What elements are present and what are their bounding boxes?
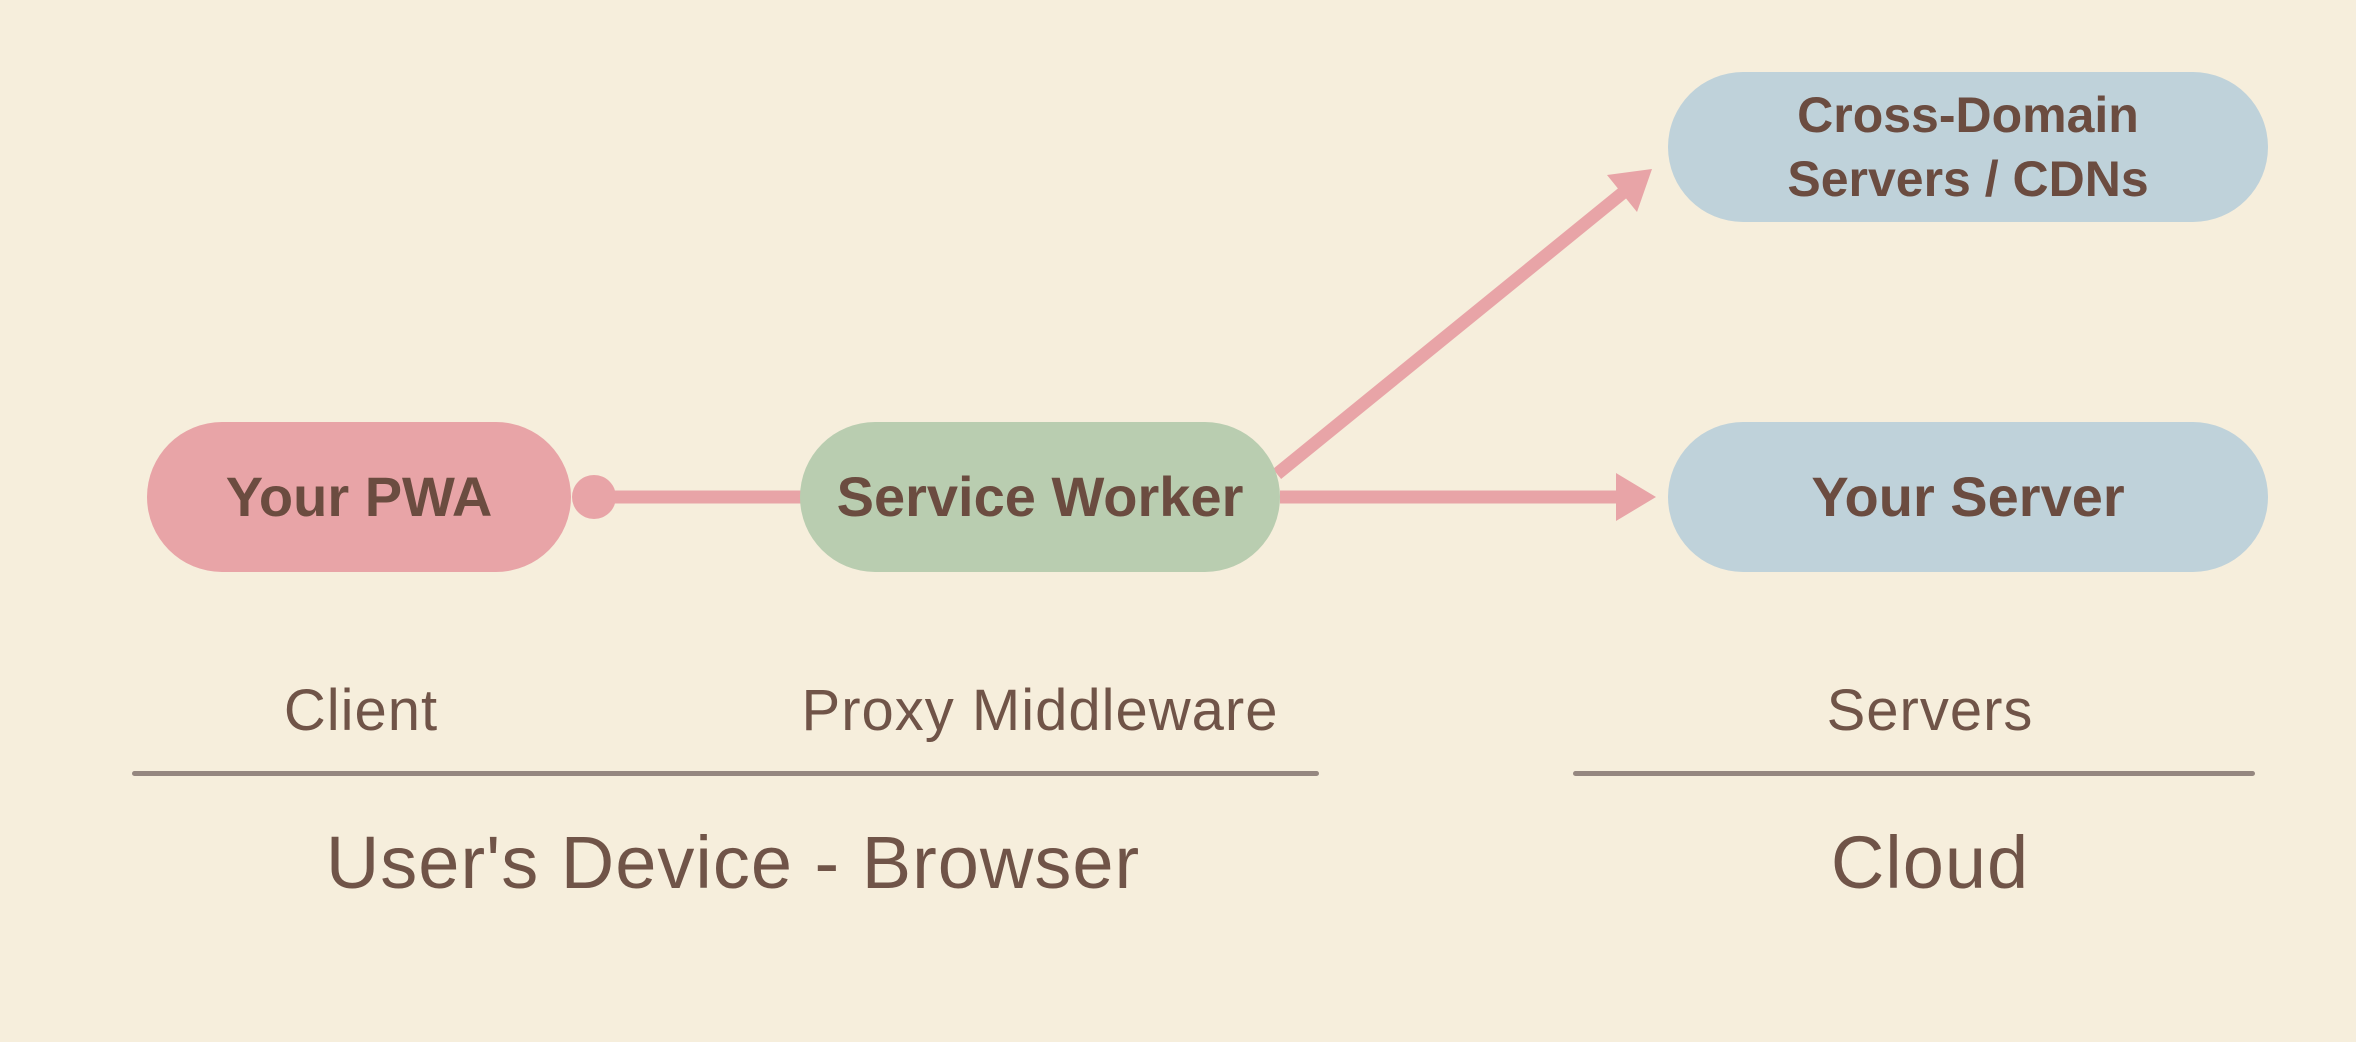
node-cross-domain-label-line2: Servers / CDNs: [1787, 151, 2149, 207]
node-your-pwa-label: Your PWA: [225, 465, 493, 529]
node-cross-domain-servers: Cross-Domain Servers / CDNs: [1668, 72, 2268, 222]
arrow-sw-to-cdn-line: [1272, 185, 1630, 480]
group-title-users-device-browser: User's Device - Browser: [325, 821, 1141, 904]
arrow-sw-to-server-head: [1616, 473, 1656, 521]
right-group-rule: [1573, 771, 2255, 776]
node-cross-domain-label-line1: Cross-Domain: [1797, 87, 2139, 143]
arrow-sw-to-cdn-head: [1607, 169, 1652, 212]
section-label-servers: Servers: [1826, 678, 2034, 743]
node-service-worker: Service Worker: [800, 422, 1280, 572]
connector-pwa-dot: [572, 475, 616, 519]
node-your-pwa: Your PWA: [147, 422, 571, 572]
node-your-server-label: Your Server: [1811, 465, 2125, 529]
section-label-client: Client: [283, 678, 439, 743]
left-group-rule: [132, 771, 1319, 776]
group-title-cloud: Cloud: [1830, 821, 2030, 904]
node-your-server: Your Server: [1668, 422, 2268, 572]
node-service-worker-label: Service Worker: [836, 465, 1244, 529]
section-label-proxy-middleware: Proxy Middleware: [801, 678, 1279, 743]
